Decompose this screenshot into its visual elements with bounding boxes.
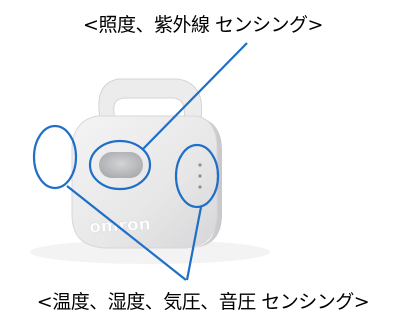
light-sensor-callout [88,139,152,191]
left-sensor-callout [32,124,78,190]
callouts [32,42,248,281]
side-vent [198,163,202,167]
right-sensor-callout [174,143,220,209]
device-body [71,115,218,249]
bottom-sensing-label: <温度、湿度、気圧、音圧 センシング> [36,291,370,313]
right-leader-line [185,206,203,281]
top-sensing-label: <照度、紫外線 センシング> [83,14,323,36]
top-leader-line [142,42,248,150]
light-sensor-window [99,152,143,178]
side-vent [198,185,202,189]
left-leader-line [66,185,187,281]
side-vent [198,174,202,178]
omron-logo: omron [89,214,152,237]
sensor-device: omron [30,78,270,264]
